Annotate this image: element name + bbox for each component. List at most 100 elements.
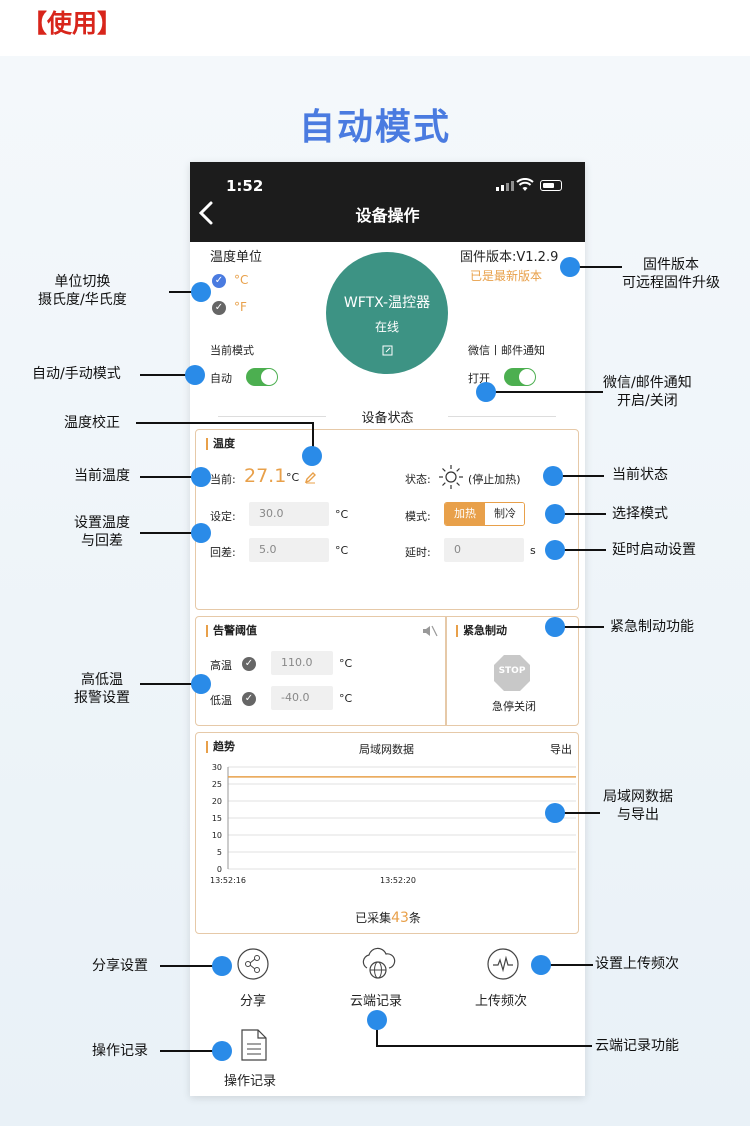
mute-icon[interactable] [422,623,438,642]
callout-line [485,391,603,393]
document-icon[interactable] [240,1028,268,1066]
callout-text: 设置温度 [74,515,130,531]
page-title: 设备操作 [355,206,420,225]
cloud-label[interactable]: 云端记录 [350,994,403,1009]
alarm-emergency-panel: 告警阈值 高温 ✓ 110.0 °C 低温 ✓ -40.0 °C 紧急制动 ST… [195,616,579,726]
callout-line [160,965,222,967]
current-temp-unit: °C [286,471,300,484]
callout-line [140,374,192,376]
set-label: 设定: [210,510,236,523]
callout-dot [212,956,232,976]
callout-text: 局域网数据 [603,789,673,805]
delay-unit: s [530,544,536,557]
delay-input[interactable]: 0 [444,538,524,562]
collected-suffix: 条 [408,911,421,925]
set-unit: °C [335,508,349,521]
callout-line [140,532,202,534]
signal-icon [496,181,514,191]
y-tick-label: 25 [212,780,222,789]
current-temp-value: 27.1 [244,465,287,487]
callout-set-temp: 设置温度与回差 [74,514,130,550]
callout-line [376,1020,378,1046]
callout-text: 报警设置 [74,690,130,706]
temp-unit-label: 温度单位 [210,250,263,265]
diff-input[interactable]: 5.0 [249,538,329,562]
upload-label[interactable]: 上传频次 [475,994,528,1009]
alarm-panel-title: 告警阈值 [206,625,257,637]
callout-unit-switch: 单位切换摄氏度/华氏度 [38,273,127,309]
callout-dot [191,674,211,694]
divider [445,617,447,725]
pencil-icon[interactable] [304,469,317,488]
high-temp-input[interactable]: 110.0 [271,651,333,675]
callout-dot [212,1041,232,1061]
notify-label: 微信丨邮件通知 [468,344,545,357]
status-bar: 1:52 设备操作 [190,162,585,242]
callout-line [541,964,593,966]
mode-heat-button[interactable]: 加热 [445,503,485,525]
share-icon[interactable] [236,947,270,985]
set-temp-input[interactable]: 30.0 [249,502,329,526]
collected-number: 43 [391,910,409,926]
state-value: (停止加热) [468,473,521,486]
callout-dot [367,1010,387,1030]
notify-toggle[interactable] [504,368,536,386]
back-chevron-icon[interactable] [198,200,222,230]
callout-current-state: 当前状态 [612,467,668,483]
collected-count: 已采集43条 [196,909,580,926]
y-tick-label: 15 [212,814,222,823]
unit-fahrenheit[interactable]: °F [234,300,247,314]
mode-toggle[interactable] [246,368,278,386]
callout-text: 可远程固件升级 [622,275,720,291]
trend-panel-title: 趋势 [206,741,235,753]
callout-line [554,626,604,628]
callout-line [554,549,606,551]
callout-line [312,422,314,452]
callout-notify: 微信/邮件通知开启/关闭 [603,374,692,410]
share-label[interactable]: 分享 [240,994,267,1009]
callout-dot [531,955,551,975]
callout-firmware: 固件版本可远程固件升级 [622,256,720,292]
check-icon[interactable]: ✓ [212,274,226,288]
mode-cool-button[interactable]: 制冷 [485,503,524,525]
wifi-icon [516,178,534,196]
low-temp-input[interactable]: -40.0 [271,686,333,710]
check-icon[interactable]: ✓ [242,692,256,706]
firmware-version: 固件版本:V1.2.9 [460,250,559,265]
callout-dot [545,504,565,524]
check-icon[interactable]: ✓ [242,657,256,671]
firmware-status[interactable]: 已是最新版本 [470,269,543,283]
stop-icon[interactable]: STOP [492,653,532,693]
x-tick-label: 13:52:16 [210,876,246,885]
notify-value: 打开 [468,372,490,385]
cloud-icon[interactable] [359,944,397,986]
unit-celsius[interactable]: °C [234,273,249,287]
collected-prefix: 已采集 [355,911,392,925]
emergency-panel-title: 紧急制动 [456,625,507,637]
temperature-panel: 温度 当前: 27.1 °C 设定: 30.0 °C 回差: 5.0 °C 状态… [195,429,579,610]
status-time: 1:52 [226,177,264,195]
device-online: 在线 [374,320,399,334]
trend-center-title: 局域网数据 [359,743,414,756]
mode-label: 当前模式 [210,344,254,357]
check-icon[interactable]: ✓ [212,301,226,315]
callout-text: 微信/邮件通知 [603,375,692,391]
callout-line [169,291,201,293]
emergency-status: 急停关闭 [492,700,536,713]
callout-op-log: 操作记录 [92,1043,148,1059]
phone-screen: 1:52 设备操作 温度单位 ✓ °C ✓ °F 固件版本:V1.2.9 已是最… [190,162,585,1096]
export-button[interactable]: 导出 [550,743,572,756]
divider [218,416,326,417]
section-title: 设备状态 [361,411,414,426]
edit-icon[interactable] [326,341,448,360]
log-label[interactable]: 操作记录 [224,1074,277,1089]
mode-select-label: 模式: [405,510,431,523]
callout-select-mode: 选择模式 [612,506,668,522]
callout-line [160,1050,222,1052]
pulse-icon[interactable] [486,947,520,985]
callout-line [552,475,604,477]
diff-label: 回差: [210,546,236,559]
temperature-panel-title: 温度 [206,438,235,450]
callout-line [140,476,202,478]
